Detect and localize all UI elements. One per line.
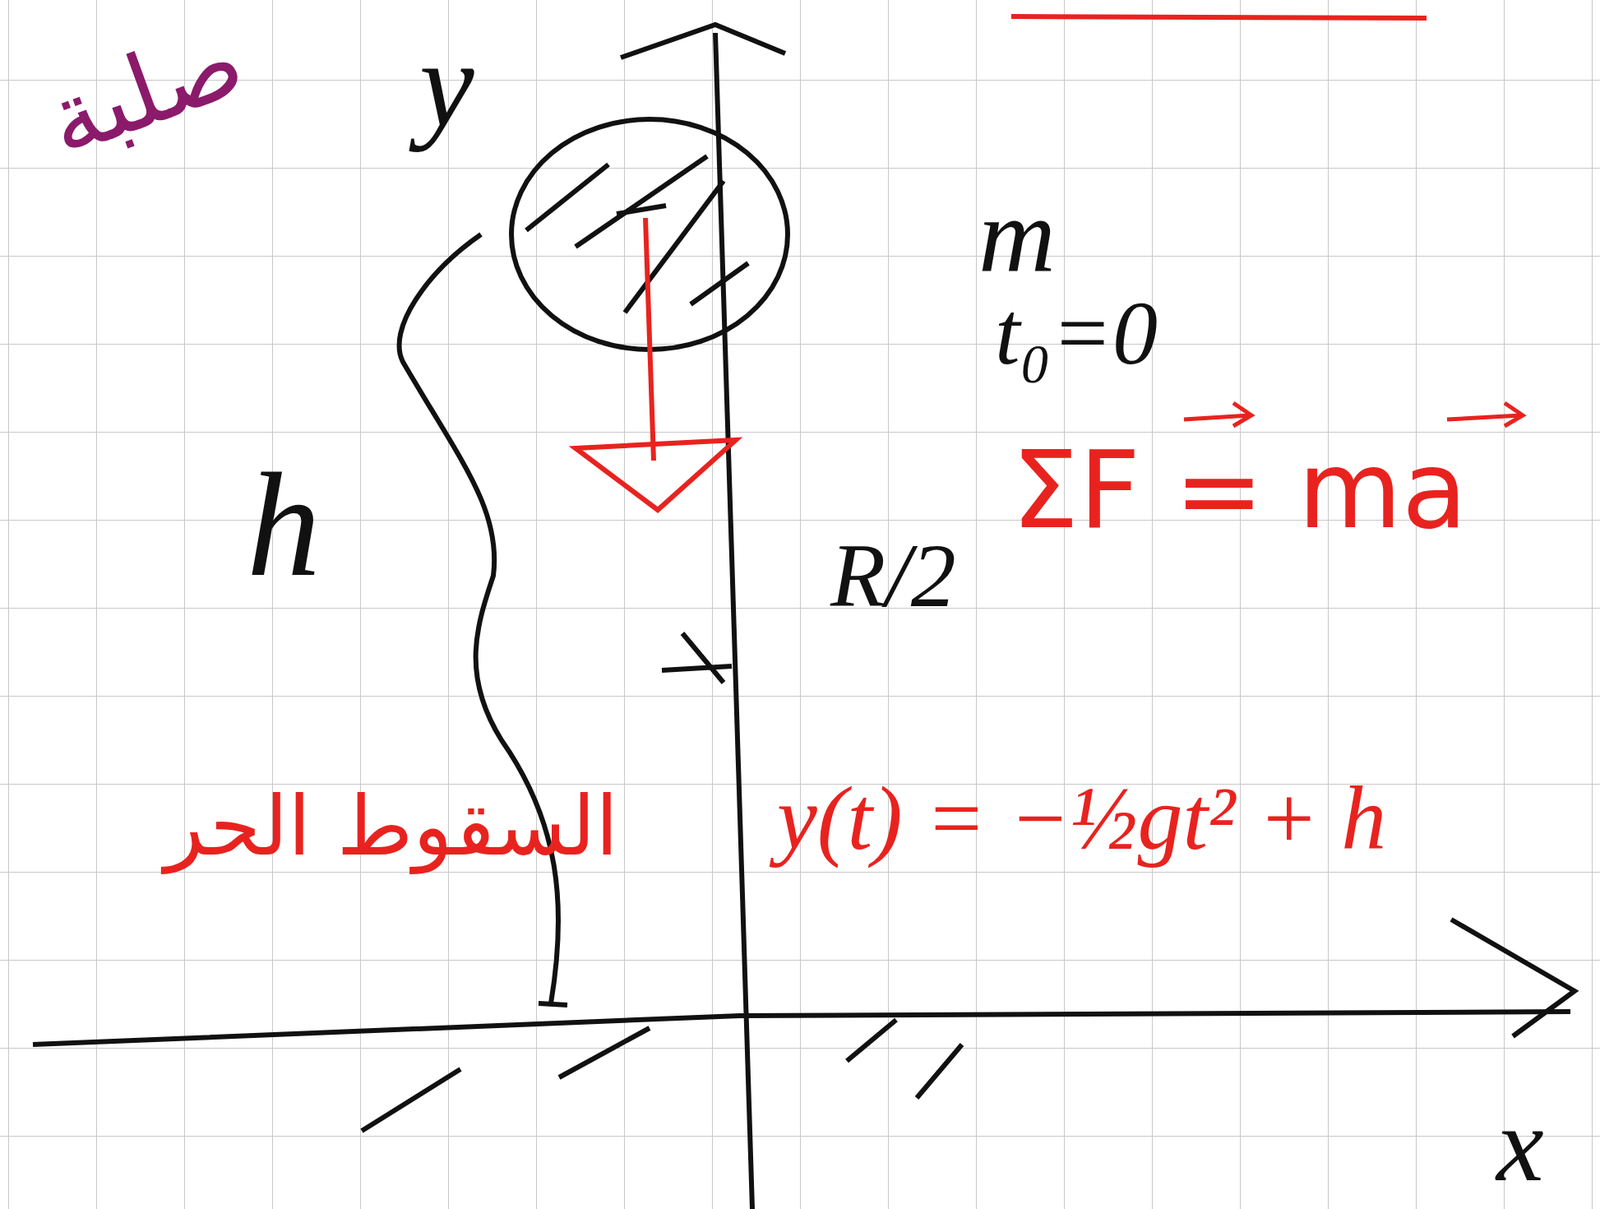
x-axis <box>32 1011 1571 1045</box>
tick-label: R/2 <box>830 526 957 626</box>
ground-hatching <box>361 1019 962 1131</box>
axis-arrowhead <box>1451 919 1575 1036</box>
motion-note: السقوط الحر <box>164 781 619 872</box>
ball-hatching <box>526 156 749 313</box>
mass-label: m <box>978 176 1056 295</box>
vector-arrow <box>1183 402 1252 426</box>
axis-label: x <box>1496 1085 1545 1203</box>
height-brace <box>399 234 560 1004</box>
arrowhead <box>575 439 736 510</box>
weight-vector <box>645 217 654 461</box>
initial-time: t₀=0 <box>994 283 1158 384</box>
brace-end <box>538 1003 568 1005</box>
y-axis <box>715 32 753 1209</box>
newton-law: ΣF = ma <box>1011 431 1468 550</box>
axis-arrowhead <box>620 24 786 58</box>
axis-label: y <box>419 16 475 153</box>
tick-mark <box>661 633 732 683</box>
underline <box>1011 16 1427 19</box>
position-equation: y(t) = −½gt² + h <box>776 768 1387 869</box>
height-label: h <box>246 443 321 607</box>
vector-arrow <box>1447 402 1523 426</box>
